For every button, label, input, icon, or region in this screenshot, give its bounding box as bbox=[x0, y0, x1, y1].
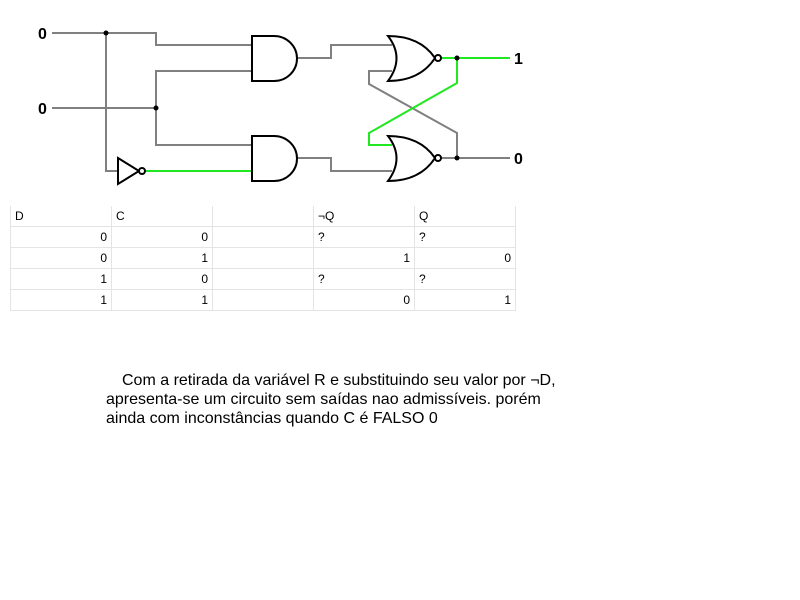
header-q: Q bbox=[414, 206, 516, 227]
description-text: Com a retirada da variável R e substitui… bbox=[106, 371, 576, 428]
cell-not-q: ? bbox=[313, 226, 415, 248]
wire-d-input bbox=[52, 32, 252, 46]
cell-blank bbox=[212, 289, 314, 311]
cell-c: 0 bbox=[111, 226, 213, 248]
junction-dot bbox=[153, 105, 159, 111]
description-line-2: apresenta-se um circuito sem saídas nao … bbox=[106, 391, 541, 408]
header-c: C bbox=[111, 206, 213, 227]
cell-q: ? bbox=[414, 268, 516, 290]
cell-q: 1 bbox=[414, 289, 516, 311]
cell-not-q: 1 bbox=[313, 247, 415, 269]
nor-gate-bottom bbox=[385, 134, 442, 183]
cell-c: 1 bbox=[111, 247, 213, 269]
header-not-q: ¬Q bbox=[313, 206, 415, 227]
cell-blank bbox=[212, 247, 314, 269]
wire-feedback-q bbox=[368, 58, 458, 146]
cell-not-q: 0 bbox=[313, 289, 415, 311]
output-nq-value: 0 bbox=[514, 151, 523, 168]
description-line-1: Com a retirada da variável R e substitui… bbox=[122, 372, 556, 389]
cell-not-q: ? bbox=[313, 268, 415, 290]
wire-c-to-and1 bbox=[155, 70, 252, 108]
truth-table: D C ¬Q Q 0 0 ? ? 0 1 1 0 1 0 ? ? 1 1 0 1 bbox=[10, 206, 516, 311]
and-gate-bottom bbox=[251, 135, 298, 182]
wire-and2-out bbox=[297, 157, 392, 172]
cell-q: ? bbox=[414, 226, 516, 248]
wire-d-branch bbox=[105, 33, 118, 172]
cell-q: 0 bbox=[414, 247, 516, 269]
description-line-3: ainda com inconstâncias quando C é FALSO… bbox=[106, 410, 438, 427]
cell-blank bbox=[212, 268, 314, 290]
input-c-value[interactable]: 0 bbox=[38, 101, 47, 118]
junction-dot bbox=[454, 155, 460, 161]
not-gate bbox=[117, 156, 146, 186]
cell-c: 0 bbox=[111, 268, 213, 290]
wire-and1-out bbox=[297, 44, 392, 59]
table-row: 1 0 ? ? bbox=[10, 268, 516, 290]
nor-gate-top bbox=[385, 34, 442, 83]
and-gate-top bbox=[251, 35, 298, 82]
cell-d: 1 bbox=[10, 268, 112, 290]
header-d: D bbox=[10, 206, 112, 227]
cell-blank bbox=[212, 226, 314, 248]
table-header-row: D C ¬Q Q bbox=[10, 206, 516, 227]
high-wires bbox=[146, 57, 510, 172]
wire-feedback-nq bbox=[368, 70, 458, 158]
cell-c: 1 bbox=[111, 289, 213, 311]
cell-d: 1 bbox=[10, 289, 112, 311]
table-row: 0 0 ? ? bbox=[10, 226, 516, 248]
wire-c-to-and2 bbox=[155, 108, 252, 146]
cell-d: 0 bbox=[10, 247, 112, 269]
table-row: 1 1 0 1 bbox=[10, 289, 516, 311]
output-q-value: 1 bbox=[514, 51, 523, 68]
header-blank bbox=[212, 206, 314, 227]
input-d-value[interactable]: 0 bbox=[38, 26, 47, 43]
junction-dot bbox=[103, 30, 109, 36]
latch-circuit-diagram: 0 0 1 0 bbox=[38, 26, 523, 186]
low-wires bbox=[52, 32, 510, 172]
junction-dot bbox=[454, 55, 460, 61]
cell-d: 0 bbox=[10, 226, 112, 248]
table-row: 0 1 1 0 bbox=[10, 247, 516, 269]
